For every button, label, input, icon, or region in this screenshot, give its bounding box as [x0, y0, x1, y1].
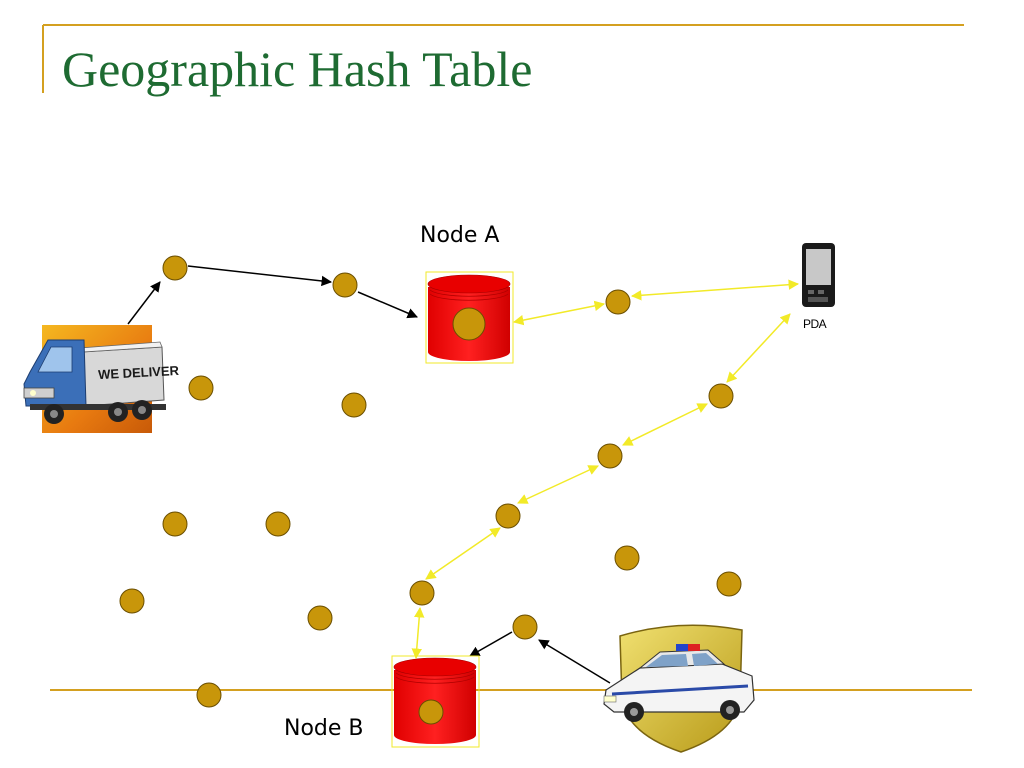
sensor-node [614, 545, 640, 571]
path-arrow [538, 639, 611, 684]
police-car-icon [603, 624, 755, 753]
sensor-node [332, 272, 358, 298]
sensor-node [452, 307, 486, 341]
cylinder-top [393, 657, 477, 677]
path-arrow [425, 527, 501, 580]
sensor-node [307, 605, 333, 631]
path-arrow [187, 265, 333, 287]
sensor-node [119, 588, 145, 614]
black-path-b [469, 631, 611, 684]
truck-lettering: WE DELIVER [98, 363, 180, 382]
path-arrow [127, 281, 161, 325]
path-arrow [622, 403, 708, 446]
sensor-node [708, 383, 734, 409]
slide-title: Geographic Hash Table [62, 41, 533, 97]
storage-node-a [425, 271, 514, 364]
slide-frame [42, 24, 972, 691]
sensor-node [605, 289, 631, 315]
path-arrow [517, 465, 599, 504]
sensor-node [409, 580, 435, 606]
sensor-node [495, 503, 521, 529]
path-arrow [630, 279, 800, 301]
node-b-label: Node B [284, 716, 364, 741]
sensor-node [196, 682, 222, 708]
black-path-a [127, 265, 418, 325]
node-a-label: Node A [420, 223, 500, 248]
path-arrow [512, 300, 606, 326]
storage-node-b [391, 655, 480, 748]
sensor-node [341, 392, 367, 418]
node-a-frame [425, 271, 514, 364]
sensor-node [162, 511, 188, 537]
sensor-node [716, 571, 742, 597]
path-arrow [469, 631, 513, 657]
node-b-frame [391, 655, 480, 748]
path-arrow [357, 291, 418, 319]
sensor-node [512, 614, 538, 640]
sensor-node [418, 699, 444, 725]
sensor-node [265, 511, 291, 537]
sensor-node [162, 255, 188, 281]
pda-label: PDA [803, 317, 827, 331]
sensor-node [188, 375, 214, 401]
path-arrow [726, 313, 791, 383]
path-arrow [411, 606, 425, 660]
cylinder-top [427, 274, 511, 294]
truck-icon: WE DELIVER [23, 325, 180, 433]
sensor-node [597, 443, 623, 469]
sensor-nodes [119, 255, 742, 708]
yellow-path [411, 279, 800, 660]
pda-icon [802, 243, 835, 307]
